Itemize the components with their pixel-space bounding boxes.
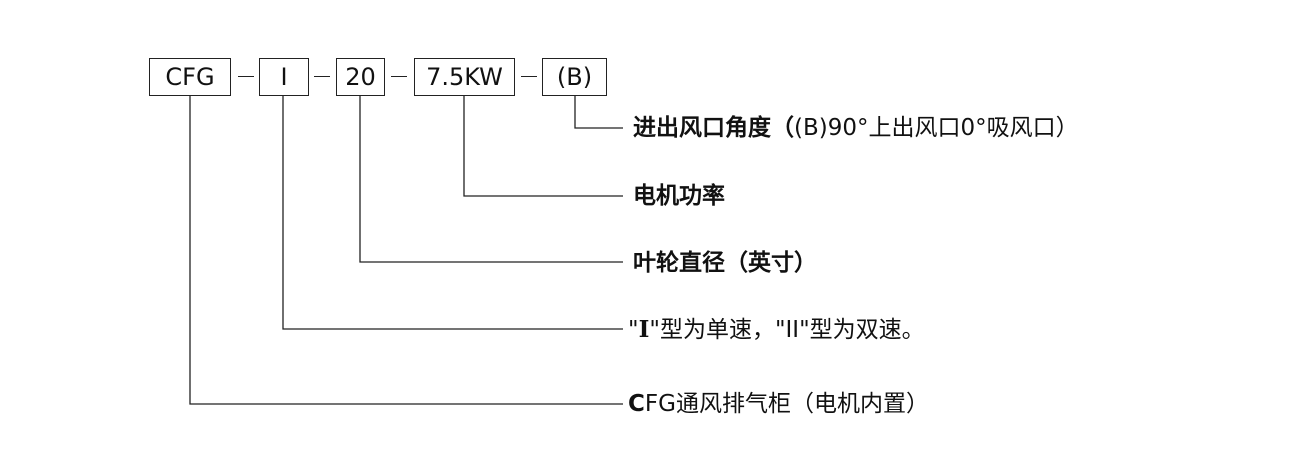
code-box-cfg: CFG xyxy=(149,58,231,96)
label-speed-detail: "型为单速，"II"型为双速。 xyxy=(649,317,925,343)
label-speed-quote: " xyxy=(628,317,639,343)
code-box-outlet: (B) xyxy=(542,58,607,96)
code-box-power: 7.5KW xyxy=(414,58,515,96)
separator-dash xyxy=(521,76,537,78)
code-box-type: I xyxy=(259,58,309,96)
label-impeller-diameter-title: 叶轮直径（英寸） xyxy=(633,250,817,276)
connector-speed xyxy=(282,96,623,330)
separator-dash xyxy=(314,76,330,78)
connector-product xyxy=(189,96,623,405)
connector-b-outlet xyxy=(574,96,623,129)
label-speed-roman: I xyxy=(638,316,650,343)
label-motor-power-title: 电机功率 xyxy=(633,183,725,209)
connector-motor-power xyxy=(463,96,623,197)
label-impeller-diameter: 叶轮直径（英寸） xyxy=(633,248,817,278)
label-outlet-angle-title: 进出风口角度（ xyxy=(633,115,794,141)
label-product-detail: FG通风排气柜（电机内置） xyxy=(644,391,929,417)
label-product-name: CFG通风排气柜（电机内置） xyxy=(628,389,929,419)
label-outlet-angle-detail: (B)90°上出风口0°吸风口） xyxy=(794,115,1079,141)
label-outlet-angle: 进出风口角度（(B)90°上出风口0°吸风口） xyxy=(633,113,1079,143)
separator-dash xyxy=(391,76,407,78)
label-motor-power: 电机功率 xyxy=(633,181,725,211)
connector-impeller xyxy=(359,96,623,263)
separator-dash xyxy=(238,76,254,78)
code-box-diameter: 20 xyxy=(336,58,385,96)
label-product-initial: C xyxy=(628,391,645,417)
label-speed-type: "I"型为单速，"II"型为双速。 xyxy=(628,315,925,345)
